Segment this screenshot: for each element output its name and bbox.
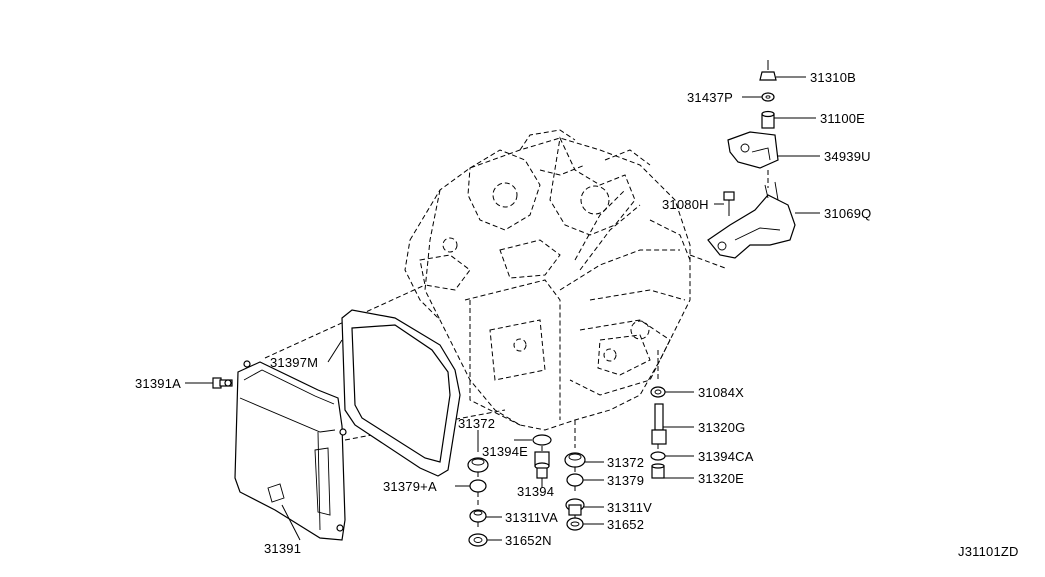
label-31652: 31652	[607, 517, 644, 532]
transmission-assembly	[404, 129, 691, 431]
label-31394: 31394	[517, 484, 554, 499]
oil-pan	[234, 360, 347, 541]
label-31320G: 31320G	[698, 420, 745, 435]
leader-lines	[185, 76, 820, 541]
label-31100E: 31100E	[820, 111, 865, 126]
linkage-stack	[689, 60, 796, 269]
bottom-fittings	[467, 420, 586, 547]
label-31437P: 31437P	[687, 90, 733, 105]
label-31372-right: 31372	[607, 455, 644, 470]
label-31069Q: 31069Q	[824, 206, 871, 221]
label-31379A: 31379+A	[383, 479, 437, 494]
bolt-31391A	[212, 377, 233, 389]
label-31311VA: 31311VA	[505, 510, 558, 525]
right-fitting-stack	[650, 350, 667, 479]
diagram-id: J31101ZD	[958, 544, 1019, 559]
label-31084X: 31084X	[698, 385, 744, 400]
label-31320E: 31320E	[698, 471, 744, 486]
label-31397M: 31397M	[270, 355, 318, 370]
label-31372-left: 31372	[458, 416, 495, 431]
pan-gasket	[341, 309, 461, 477]
label-31391A: 31391A	[135, 376, 181, 391]
label-31652N: 31652N	[505, 533, 552, 548]
label-31394E: 31394E	[482, 444, 528, 459]
label-31080H: 31080H	[662, 197, 709, 212]
label-34939U: 34939U	[824, 149, 871, 164]
label-31391: 31391	[264, 541, 301, 556]
label-31311V: 31311V	[607, 500, 652, 515]
part-labels: 31310B 31437P 31100E 34939U 31080H 31069…	[135, 70, 1019, 559]
label-31310B: 31310B	[810, 70, 856, 85]
label-31379: 31379	[607, 473, 644, 488]
label-31394CA: 31394CA	[698, 449, 754, 464]
